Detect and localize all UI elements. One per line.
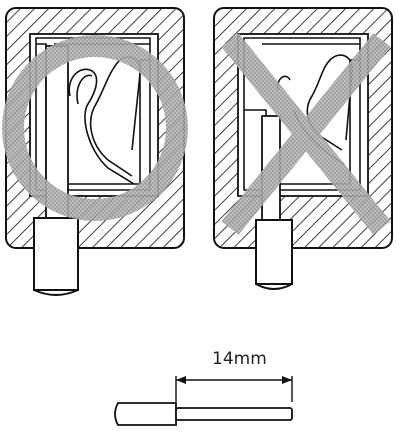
cross-mark	[221, 33, 391, 235]
stripped-wire-dimension: 14mm	[114, 349, 293, 426]
strip-length-label: 14mm	[212, 349, 267, 369]
correct-insertion-figure	[2, 7, 188, 296]
inserted-wire	[33, 45, 79, 296]
incorrect-insertion-figure	[213, 7, 393, 290]
circle-mark	[2, 35, 188, 221]
